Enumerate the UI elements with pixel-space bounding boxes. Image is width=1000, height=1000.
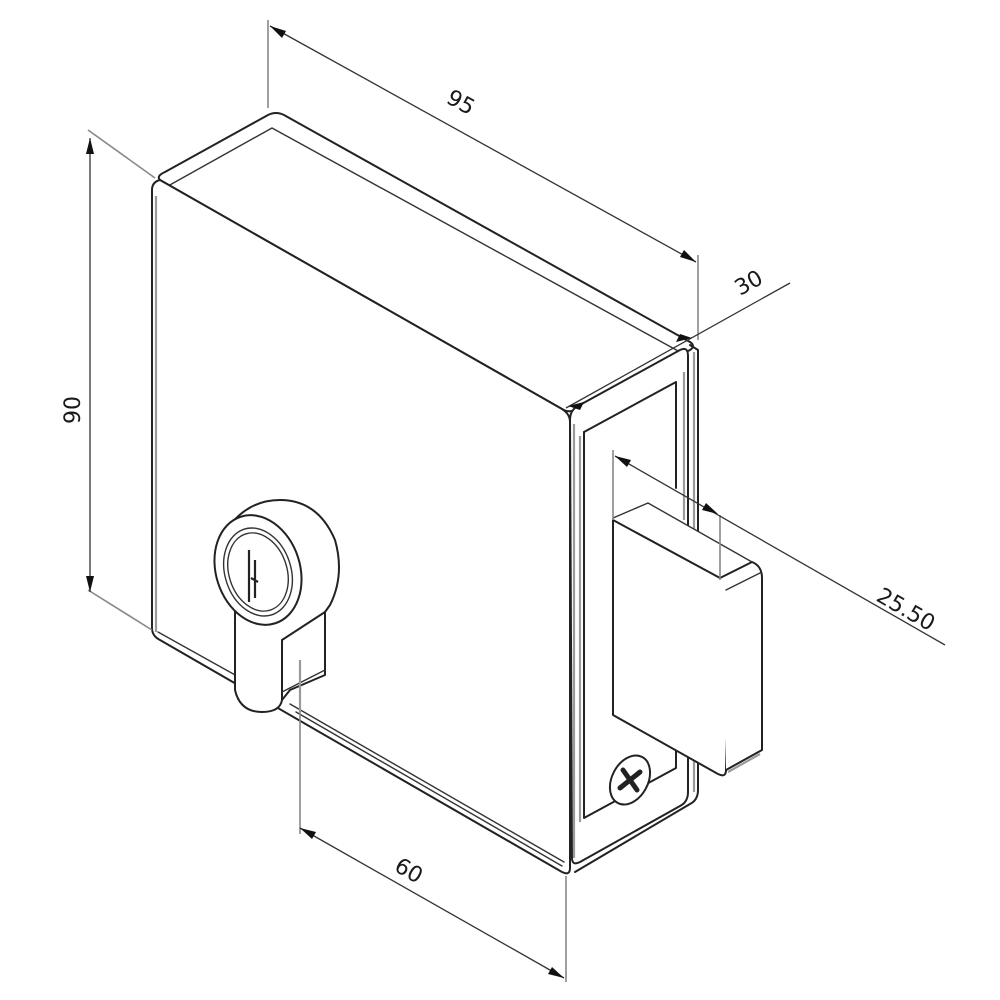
dimension-height: 90 [61, 129, 156, 631]
dimension-backset: 60 [299, 712, 567, 982]
phillips-screw [608, 754, 652, 806]
lock-case [151, 112, 699, 875]
euro-profile-cylinder [213, 499, 340, 713]
dim-label-25-50: 25.50 [872, 584, 939, 637]
dim-label-90: 90 [61, 396, 86, 424]
dim-label-60: 60 [390, 854, 427, 890]
dim-label-30: 30 [731, 266, 768, 301]
dim-label-95: 95 [442, 85, 479, 120]
